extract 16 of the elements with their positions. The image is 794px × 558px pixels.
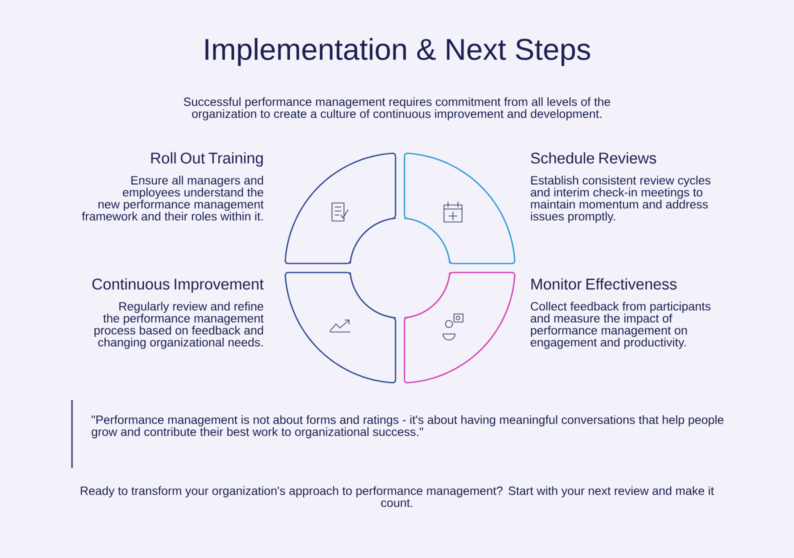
intro-paragraph: Successful performance management requires commitment from all levels of the organization to create a culture of continuous improvement and development. xyxy=(184,97,610,120)
node-label: Collect feedback from participants and measure the impact of performance management on engagement and productivity. xyxy=(530,302,710,349)
node-label: Continuous Improvement xyxy=(92,278,264,293)
quadrant-segment xyxy=(404,152,516,264)
quadrant-segment xyxy=(404,272,516,384)
node-label: Schedule Reviews xyxy=(530,152,656,164)
node-label: Monitor Effectiveness xyxy=(531,278,677,290)
quote-text: "Performance management is not about forms and ratings - it's about having meaningful conversations that help people grow and contribute their best work to organizational success." xyxy=(92,415,724,438)
node-label: Regularly review and refine the performance management process based on feedback and changing organizational needs. xyxy=(94,302,264,349)
node-label: Establish consistent review cycles and interim check-in meetings to maintain momentum and address issues promptly. xyxy=(530,176,710,223)
quadrant-segment xyxy=(284,152,396,264)
closing-paragraph: Ready to transform your organization's approach to performance management? Start with your next review and make it count. xyxy=(80,486,714,507)
title: Implementation & Next Steps xyxy=(206,38,590,66)
node-label: Roll Out Training xyxy=(151,152,263,167)
quadrant-segment xyxy=(284,272,396,384)
node-label: Ensure all managers and employees understand the new performance management framework and their roles within it. xyxy=(82,176,264,221)
